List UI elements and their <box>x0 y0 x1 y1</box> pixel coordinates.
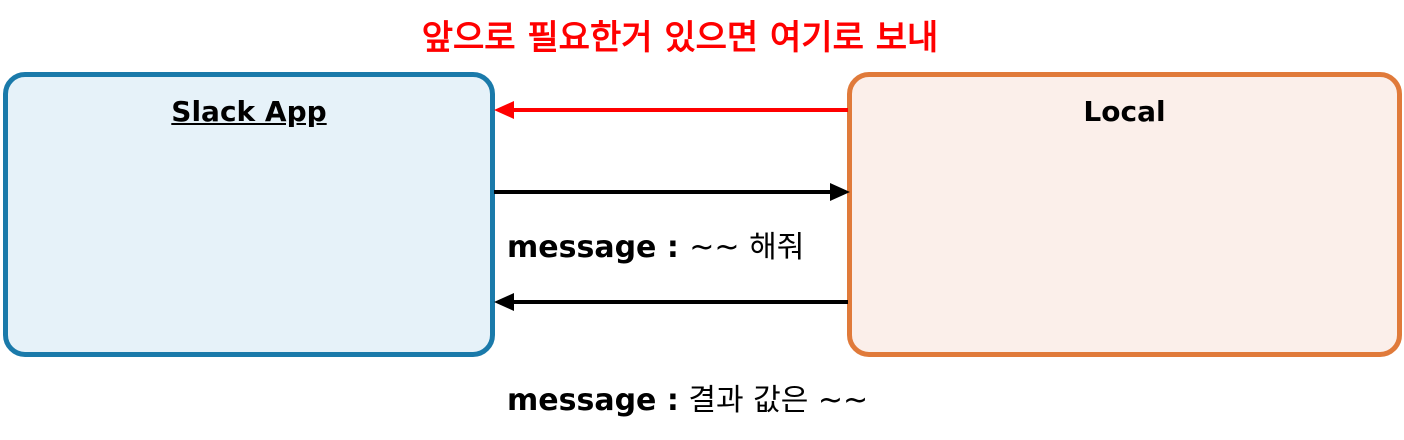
response-message-value: 결과 값은 ~~ <box>678 383 869 418</box>
slack-app-title: Slack App <box>171 95 327 128</box>
slack-app-box: Slack App <box>3 72 495 357</box>
request-message-key: message <box>507 230 657 265</box>
response-message-label: message : 결과 값은 ~~ <box>507 375 868 419</box>
request-message-value: ~~ 해줘 <box>689 230 805 265</box>
local-box: Local <box>847 72 1402 357</box>
arrow-local-to-slack-red <box>494 101 848 119</box>
arrow-local-to-slack <box>494 293 848 311</box>
response-message-key: message : <box>507 383 679 418</box>
request-message-label: message : ~~ 해줘 <box>507 222 804 266</box>
request-message-separator: : <box>656 230 690 265</box>
arrow-slack-to-local <box>494 183 850 201</box>
local-title: Local <box>1083 95 1166 128</box>
top-note: 앞으로 필요한거 있으면 여기로 보내 <box>421 18 939 58</box>
